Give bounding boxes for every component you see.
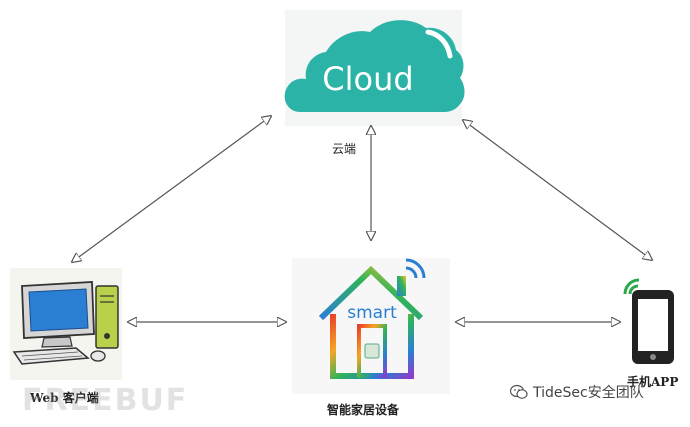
smart-home-icon: smart <box>318 258 426 379</box>
lock-icon <box>364 343 380 359</box>
house-roof <box>318 265 424 321</box>
web-client-label: Web 客户端 <box>30 391 99 405</box>
smart-home-label: 智能家居设备 <box>327 403 400 417</box>
smart-icon-text: smart <box>347 303 397 323</box>
tidesec-watermark: TideSec安全团队 <box>510 382 644 402</box>
cloud-highlight <box>425 29 453 59</box>
cloud-label: 云端 <box>332 142 357 156</box>
tidesec-watermark-text: TideSec安全团队 <box>533 385 644 401</box>
phone-home-button <box>650 354 656 360</box>
smartphone-icon <box>623 278 674 364</box>
arrow-cloud-web <box>72 116 271 262</box>
phone-screen <box>638 299 668 351</box>
mobile-app-label: 手机APP <box>627 375 679 389</box>
cloud-icon: Cloud <box>284 20 465 112</box>
phone-wifi-icon <box>628 284 639 295</box>
monitor-screen <box>28 288 89 332</box>
wechat-icon <box>510 384 528 399</box>
house-chimney <box>397 276 406 296</box>
desktop-computer-icon <box>12 281 119 365</box>
freebuf-watermark: FREEBUF <box>22 383 189 418</box>
arrow-cloud-mobile <box>463 120 652 260</box>
cloud-shape <box>284 20 465 112</box>
cloud-icon-text: Cloud <box>322 60 413 98</box>
house-door <box>357 324 387 378</box>
keyboard <box>12 347 90 365</box>
wifi-icon <box>405 266 418 279</box>
mouse <box>90 350 106 362</box>
